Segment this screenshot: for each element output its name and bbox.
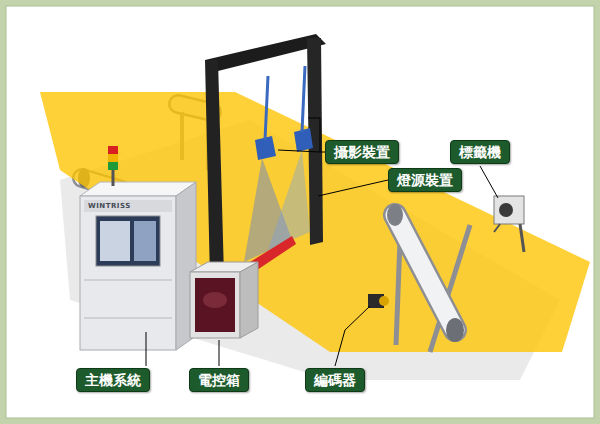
cameras: [302, 66, 305, 132]
callout-label: 標籤機: [450, 140, 510, 164]
front-roller: [395, 215, 455, 330]
light-beams: [268, 150, 310, 250]
host-cabinet: [100, 221, 130, 261]
leader-lines: [146, 118, 498, 366]
cameras: [265, 76, 268, 140]
signal-tower: [108, 162, 118, 170]
leader-lines: [318, 180, 388, 196]
cameras: [255, 66, 313, 160]
leader-lines: [219, 340, 220, 366]
host-cabinet: [84, 200, 172, 212]
control-box: [190, 262, 258, 338]
label-text: 編碼器: [314, 372, 356, 388]
label-text: 電控箱: [198, 372, 240, 388]
leader-lines: [278, 150, 320, 152]
frame: [6, 6, 594, 418]
host-cabinet: [80, 196, 176, 350]
label-text: 攝影裝置: [334, 144, 390, 160]
gantry: [205, 34, 326, 279]
control-box: [190, 272, 240, 338]
control-box: [195, 278, 235, 332]
gantry: [205, 60, 224, 279]
callout-label: 攝影裝置: [325, 140, 399, 164]
front-roller: [396, 240, 400, 345]
signal-tower: [108, 154, 118, 162]
callout-label: 燈源裝置: [388, 168, 462, 192]
control-box: [240, 262, 258, 338]
leader-lines: [480, 166, 498, 198]
labeler: [499, 203, 513, 217]
labeler: [494, 224, 500, 232]
encoder: [368, 294, 389, 308]
labeler: [494, 196, 524, 252]
leader-lines: [146, 332, 147, 366]
front-roller: [446, 318, 464, 342]
labeler: [494, 196, 524, 224]
callout-label: 電控箱: [189, 368, 249, 392]
host-cabinet: [96, 216, 160, 266]
front-roller: [387, 204, 403, 226]
encoder: [379, 296, 389, 306]
host-cabinet: [84, 318, 172, 319]
leader-lines: [335, 306, 370, 366]
signal-tower: [112, 170, 115, 186]
front-roller: [387, 204, 470, 352]
label-text: 主機系統: [85, 372, 141, 388]
signal-tower: [108, 146, 118, 186]
brand-label: WINTRISS: [88, 202, 131, 210]
host-cabinet: [134, 221, 156, 261]
label-text: 標籤機: [459, 144, 501, 160]
front-roller: [395, 215, 455, 330]
label-text: 燈源裝置: [397, 172, 453, 188]
callout-label: 編碼器: [305, 368, 365, 392]
control-box: [203, 292, 227, 308]
labeler: [520, 224, 524, 252]
callout-label: 主機系統: [76, 368, 150, 392]
signal-tower: [108, 146, 118, 154]
host-cabinet: [84, 280, 172, 281]
light-beams: [244, 150, 310, 272]
host-cabinet: [80, 182, 196, 350]
